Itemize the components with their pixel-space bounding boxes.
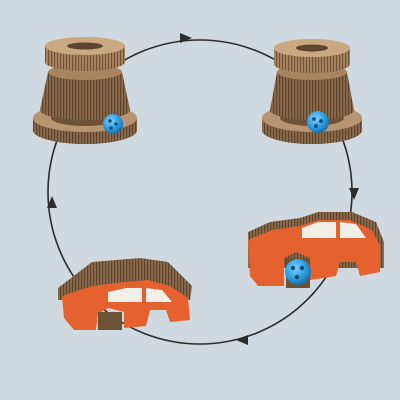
arrow-left-icon — [236, 335, 248, 345]
arrow-down-icon — [349, 188, 359, 200]
cardboard-tower-icon — [33, 37, 137, 144]
cardboard-car-icon — [58, 258, 192, 330]
arrow-up-icon — [47, 196, 57, 208]
cardboard-tower-icon — [262, 39, 362, 144]
arrow-right-icon — [180, 33, 192, 43]
cardboard-car-icon — [248, 212, 384, 288]
